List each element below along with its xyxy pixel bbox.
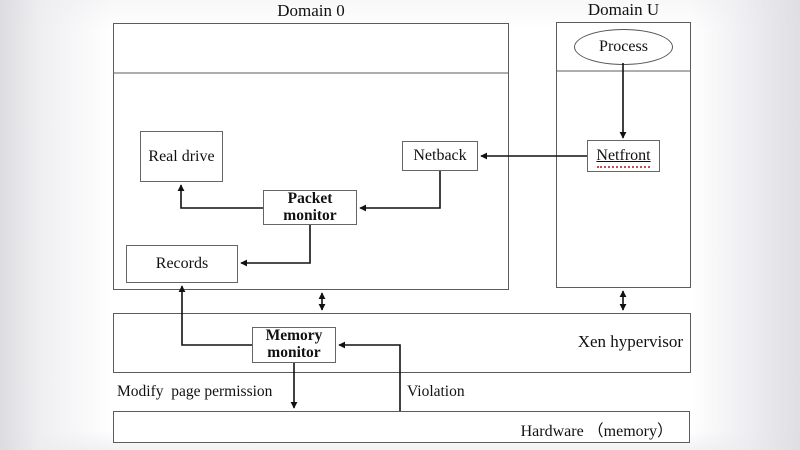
process-label: Process <box>599 38 648 55</box>
hardware-label: Hardware （memory） <box>520 423 673 440</box>
netback-label: Netback <box>413 147 467 165</box>
hardware-container <box>113 411 690 443</box>
packet-monitor-label: Packet monitor <box>283 189 337 224</box>
memory-monitor-label: Memory monitor <box>265 327 323 361</box>
memory-monitor-node: Memory monitor <box>252 327 336 363</box>
netback-node: Netback <box>402 141 478 171</box>
records-node: Records <box>126 245 238 283</box>
process-node: Process <box>574 29 673 65</box>
xen-hypervisor-label: Xen hypervisor <box>577 332 683 351</box>
netfront-node: Netfront <box>587 140 660 172</box>
real-drive-node: Real drive <box>140 131 223 182</box>
domain0-title: Domain 0 <box>277 1 345 20</box>
domainU-title: Domain U <box>587 0 660 19</box>
netfront-label: Netfront <box>596 147 651 168</box>
packet-monitor-node: Packet monitor <box>263 190 357 225</box>
modify-page-permission-label: Modify page permission <box>117 383 273 400</box>
records-label: Records <box>155 255 209 273</box>
real-drive-label: Real drive <box>148 147 215 165</box>
violation-label: Violation <box>407 383 465 400</box>
